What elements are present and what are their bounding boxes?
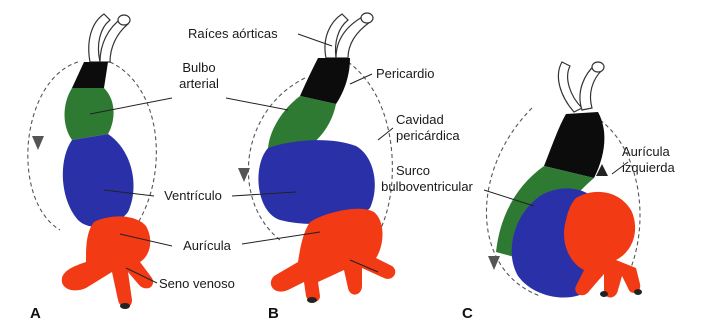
label-auricula-izq-line2: izquierda xyxy=(622,160,676,175)
label-bulbo-line1: Bulbo xyxy=(182,60,215,75)
panel-a-vein-stub-icon xyxy=(120,303,130,309)
panel-c-arrow-icon xyxy=(488,256,500,270)
leader-cavidad xyxy=(378,128,393,140)
panel-a-ventricle xyxy=(63,134,134,227)
label-bulbo-line2: arterial xyxy=(179,76,219,91)
panel-c-vein-stub-icon-2 xyxy=(634,289,642,295)
label-raices-aorticas: Raíces aórticas xyxy=(188,26,278,41)
panel-a-atrium-sinus xyxy=(62,216,153,307)
panel-b-black-segment xyxy=(300,58,350,104)
label-surco-line1: Surco xyxy=(396,163,430,178)
panel-c-aortic-roots xyxy=(558,62,604,112)
panel-b: B xyxy=(238,13,395,320)
label-cavidad-line1: Cavidad xyxy=(396,112,444,127)
label-cavidad-line2: pericárdica xyxy=(396,128,460,143)
panel-a-letter: A xyxy=(30,305,41,320)
label-seno-venoso: Seno venoso xyxy=(159,276,235,291)
panel-a: A xyxy=(28,14,157,320)
panel-a-black-segment xyxy=(72,62,108,88)
panel-c-vein-stub-icon-1 xyxy=(600,291,608,297)
label-auricula-izq-line1: Aurícula xyxy=(622,144,670,159)
panel-c-black-segment xyxy=(544,112,604,178)
label-pericardio: Pericardio xyxy=(376,66,435,81)
panel-b-vein-stub-icon xyxy=(307,297,317,303)
panel-b-arrow-icon xyxy=(238,168,250,182)
panel-b-aortic-roots xyxy=(325,13,373,58)
label-auricula: Aurícula xyxy=(183,238,231,253)
panel-b-letter: B xyxy=(268,305,279,320)
leader-bulbo-b xyxy=(226,98,288,110)
panel-a-arrow-icon xyxy=(32,136,44,150)
panel-b-atrium-sinus xyxy=(271,209,395,302)
panel-c-letter: C xyxy=(462,305,473,320)
panel-c: C xyxy=(462,62,642,320)
label-surco-line2: bulboventricular xyxy=(381,179,473,194)
label-ventriculo: Ventrículo xyxy=(164,188,222,203)
panel-a-aortic-roots xyxy=(89,14,130,62)
panel-a-bulbus-arterial xyxy=(65,88,114,140)
